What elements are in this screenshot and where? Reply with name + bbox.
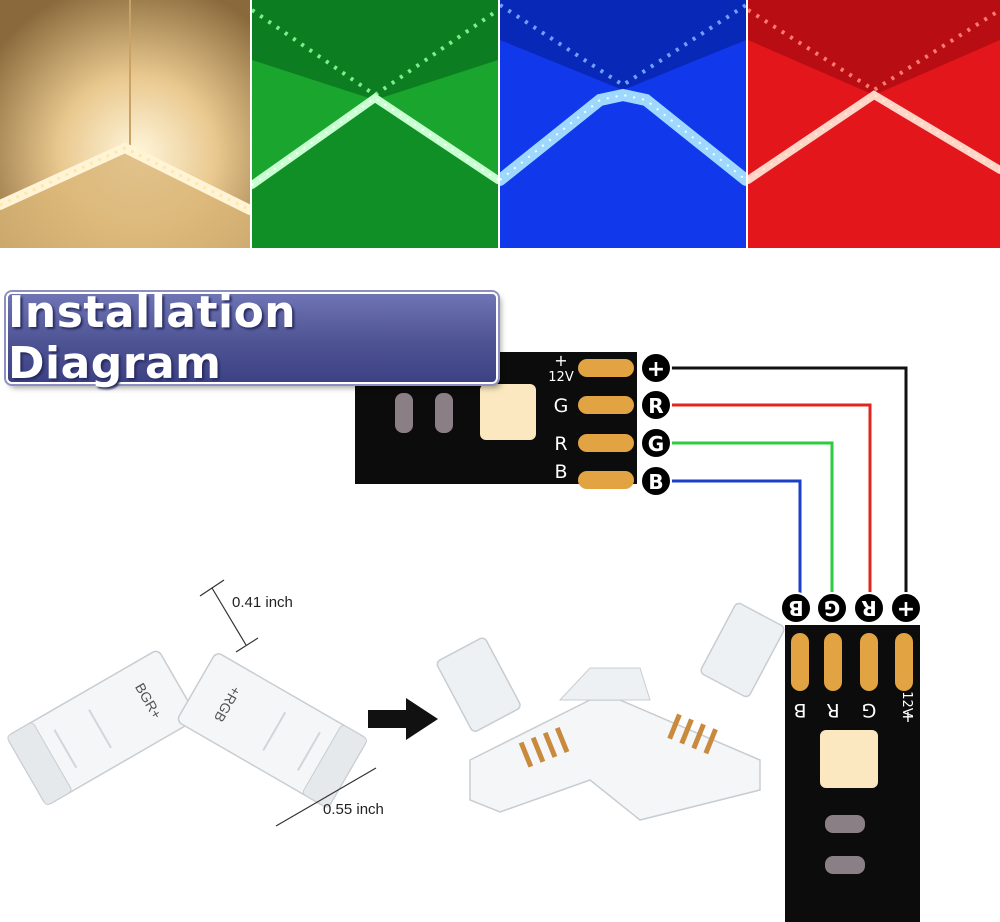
solder-pad	[578, 359, 634, 377]
title-banner: Installation Diagram	[6, 287, 498, 389]
pad-label-b: B	[793, 699, 806, 721]
terminal-b	[780, 592, 812, 624]
photo-blue-corner	[500, 0, 746, 248]
resistor	[435, 393, 453, 433]
solder-pad	[578, 434, 634, 452]
dimension-tick	[199, 579, 225, 597]
terminal-label-b: B	[788, 596, 803, 620]
terminal-label-r: R	[861, 596, 876, 620]
resistor	[825, 856, 865, 874]
photo-green-corner	[252, 0, 498, 248]
terminal-b	[640, 465, 672, 497]
l-connector-closed: BGR+ +RGB 0.41 inch 0.55 inch	[7, 579, 384, 827]
solder-pad	[824, 633, 842, 691]
dimension-line-length	[275, 767, 377, 827]
terminal-label-plus: +	[647, 357, 665, 382]
top-terminals: + R G B	[640, 352, 672, 497]
arrow-icon	[368, 698, 438, 740]
terminal-r	[853, 592, 885, 624]
solder-pad	[578, 471, 634, 489]
l-connector-open	[436, 602, 785, 821]
right-terminals: B G R +	[780, 592, 922, 624]
pad-label-12v: 12V	[899, 691, 914, 717]
pad-plus-sign: +	[901, 707, 914, 726]
resistor	[825, 815, 865, 833]
wire-plus	[670, 366, 908, 594]
terminal-label-g: G	[648, 432, 664, 456]
photo-red-corner	[748, 0, 1000, 248]
pad-label-12v: 12V	[548, 370, 574, 385]
wires	[670, 366, 908, 594]
wire-red	[670, 403, 872, 594]
dimension-length-label: 0.55 inch	[323, 801, 384, 818]
dimension-line-width	[211, 587, 247, 646]
resistor	[395, 393, 413, 433]
terminal-g	[816, 592, 848, 624]
terminal-plus	[640, 352, 672, 384]
photo-warm-white-corner	[0, 0, 250, 248]
terminal-r	[640, 389, 672, 421]
led-chip	[820, 730, 878, 788]
right-led-strip-pcb: B R G 12V +	[785, 625, 920, 922]
led-chip	[480, 384, 536, 440]
wire-blue	[670, 479, 802, 594]
terminal-label-b: B	[648, 470, 663, 494]
wire-green	[670, 441, 834, 594]
pad-label-r: R	[826, 699, 839, 721]
pad-label-r: R	[554, 433, 567, 455]
terminal-plus	[890, 592, 922, 624]
pad-plus-sign: +	[554, 351, 567, 370]
solder-pad	[791, 633, 809, 691]
page-title: Installation Diagram	[8, 287, 297, 389]
pad-label-g: G	[554, 395, 569, 417]
solder-pad	[860, 633, 878, 691]
pad-label-g: G	[862, 699, 877, 721]
solder-pad	[895, 633, 913, 691]
terminal-label-plus: +	[897, 597, 915, 622]
pad-label-b: B	[554, 461, 567, 483]
terminal-label-r: R	[648, 394, 663, 418]
dimension-width-label: 0.41 inch	[232, 594, 293, 611]
solder-pad	[578, 396, 634, 414]
terminal-label-g: G	[824, 596, 840, 620]
terminal-g	[640, 427, 672, 459]
dimension-tick	[235, 637, 259, 653]
